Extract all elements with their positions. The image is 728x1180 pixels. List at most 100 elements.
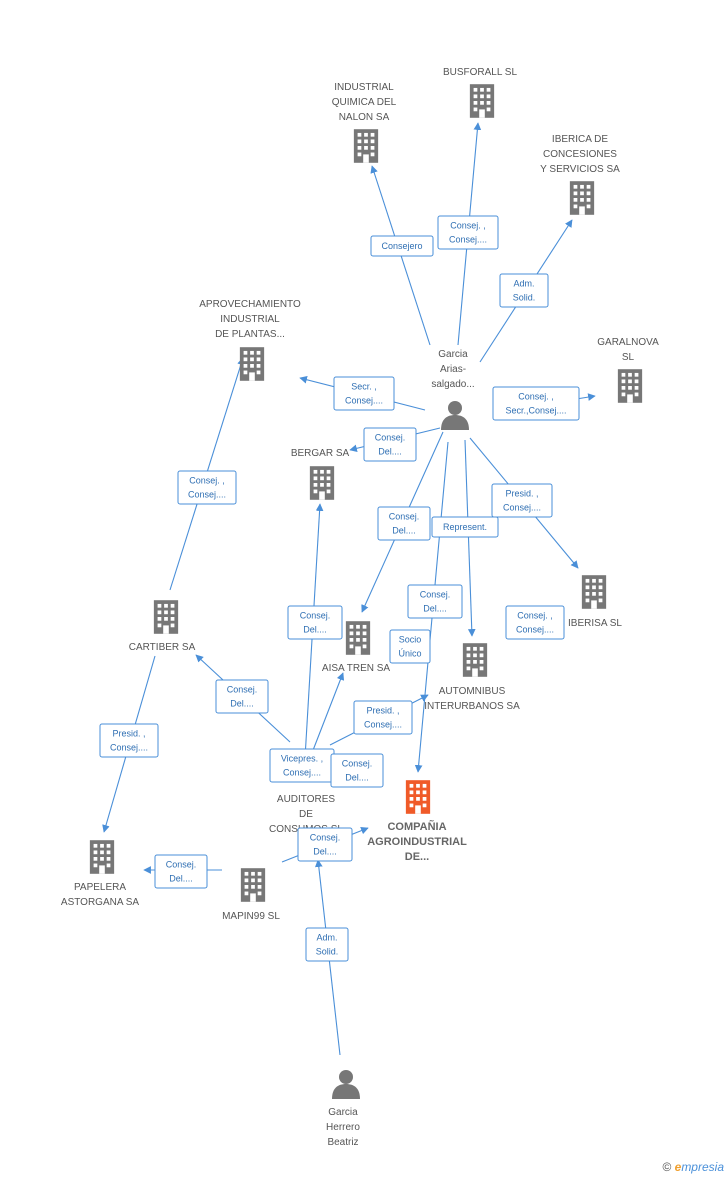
node-aisa[interactable]: AISA TREN SA [322,621,391,674]
node-label-line: INDUSTRIAL [334,82,394,93]
edge-label-garcia_arias-to-busforall[interactable]: Consej. ,Consej.... [437,215,499,250]
edge-label-cartiber-to-papelera[interactable]: Presid. ,Consej.... [99,723,159,758]
node-label-line: QUIMICA DEL [332,97,397,108]
node-busforall[interactable]: BUSFORALL SL [443,67,518,118]
edge-label-text: Adm. [513,279,534,289]
building-icon [353,129,379,163]
node-bergar[interactable]: BERGAR SA [291,448,350,500]
edge-label-text: Del.... [378,447,402,457]
node-label-line: BUSFORALL SL [443,67,518,78]
edge-label-text: Consej. [342,759,373,769]
edge-label-cartiber-to-aprovechamiento[interactable]: Consej. ,Consej.... [177,470,237,505]
edge-label-auditores-to-bergar[interactable]: Consej.Del.... [287,605,343,640]
edge-label-box [389,629,431,664]
edge-label-text: Consejero [381,241,422,251]
node-compania[interactable]: COMPAÑIAAGROINDUSTRIALDE... [367,780,467,863]
building-icon [617,369,643,403]
edge-label-garcia_arias-to-compania[interactable]: Consej.Del.... [407,584,463,619]
edge-label-garcia_arias-to-aisa[interactable]: Consej.Del.... [377,506,431,541]
node-mapin99[interactable]: MAPIN99 SL [222,868,280,922]
edge-label-text: Presid. , [366,706,399,716]
edge-label-text: Solid. [316,947,339,957]
edge-label-auditores-to-aisa[interactable]: Vicepres. ,Consej.... [269,748,335,783]
edge-label-box [377,506,431,541]
node-label-line: Garcia [438,349,468,360]
edge-label-box [154,854,208,889]
node-label-line: Arias- [440,364,466,375]
edge-label-garcia_arias-to-bergar[interactable]: Consej.Del.... [363,427,417,462]
edge-label-text: Consej. , [517,611,553,621]
node-label-line: Garcia [328,1107,358,1118]
edge-label-auditores-to-automnibus[interactable]: Presid. , Consej.... [353,700,413,735]
edge-label-garcia_arias-to-aprovechamiento[interactable]: Secr. , Consej.... [333,376,395,411]
edge-label-text: Vicepres. , [281,754,323,764]
edge-label-text: Solid. [513,293,536,303]
edge-label-text: Secr.,Consej.... [505,406,566,416]
edge-label-text: Secr. , [351,382,377,392]
node-label-line: IBERISA SL [568,618,622,629]
building-icon [469,84,495,118]
edge-label-text: Del.... [169,874,193,884]
edge-label-text: Consej. [389,512,420,522]
edge-label-text: Consej.... [364,720,402,730]
edge-auditores-to-aisa [309,672,345,759]
node-label-line: ASTORGANA SA [61,897,140,908]
building-icon [89,840,115,874]
node-label-line: AGROINDUSTRIAL [367,836,467,848]
edge-label-box [363,427,417,462]
node-iberisa[interactable]: IBERISA SL [568,575,622,629]
edge-label-text: Consej.... [345,396,383,406]
edge-label-text: Presid. , [112,729,145,739]
building-icon [345,621,371,655]
node-label-line: AUDITORES [277,794,335,805]
edge-label-garcia_arias-to-automnibus[interactable]: Represent. [431,516,499,538]
edge-label-box [330,753,384,788]
edge-label-mapin99-to-papelera[interactable]: Consej.Del.... [154,854,208,889]
edge-label-garcia_arias-to-industrial_quimica[interactable]: Consejero [370,235,434,257]
edge-label-auditores-to-cartiber[interactable]: Consej.Del.... [215,679,269,714]
node-cartiber[interactable]: CARTIBER SA [129,600,196,653]
node-label-line: COMPAÑIA [387,820,446,833]
edge-label-box [437,215,499,250]
edge-label-text: Del.... [423,604,447,614]
edge-label-garcia_arias-to-garalnova[interactable]: Consej. ,Secr.,Consej.... [492,386,580,421]
edge-label-text: Adm. [316,933,337,943]
node-label-line: DE [299,809,313,820]
edge-label-box [499,273,549,308]
brand-name: mpresia [681,1160,724,1174]
building-icon [462,643,488,677]
building-icon [240,868,266,902]
edge-label-auditores-to-compania[interactable]: Consej.Del.... [330,753,384,788]
edges-layer [102,122,596,1056]
edge-label-garcia_arias-to-iberisa[interactable]: Consej. , Consej.... [505,605,565,640]
edge-label-text: Consej.... [516,625,554,635]
edge-label-garcia_herrero-to-compania[interactable]: Adm. Solid. [305,927,349,962]
node-garcia_arias[interactable]: GarciaArias-salgado... [431,349,475,430]
edge-label-box [215,679,269,714]
edge-label-box [407,584,463,619]
node-label-line: SL [622,352,635,363]
edge-label-garcia_arias-to-iberica[interactable]: Adm. Solid. [499,273,549,308]
node-label-line: AISA TREN SA [322,663,391,674]
building-icon [153,600,179,634]
edge-label-box [287,605,343,640]
edge-label-mapin99-to-compania[interactable]: Consej.Del.... [297,827,353,862]
node-label-line: salgado... [431,379,474,390]
edge-label-text: Consej. [310,833,341,843]
edge-label-text: Consej. [300,611,331,621]
edge-label-text: Consej. [227,685,258,695]
edge-label-garcia_arias-to-iberisa[interactable]: Presid. ,Consej.... [491,483,553,518]
edge-label-box [431,516,499,538]
watermark: © empresia [662,1160,724,1174]
edge-label-text: Consej.... [503,503,541,513]
node-label-line: BERGAR SA [291,448,350,459]
